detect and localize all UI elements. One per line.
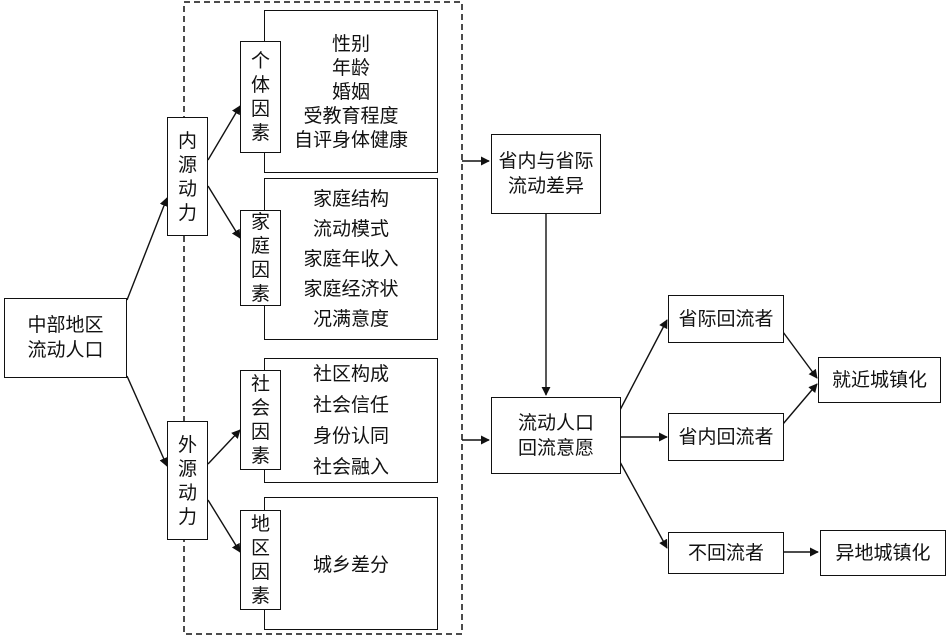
individual-factor-char: 个 [250,50,270,72]
individual-factor-label: 个 体 因 素 [240,41,281,153]
elsewhere-urbanization-box: 异地城镇化 [820,530,946,576]
external-force-char: 动 [177,481,197,504]
factor-item: 流动模式 [312,218,389,240]
family-factor-char: 素 [250,283,270,305]
difference-line2: 流动差异 [507,175,584,197]
willingness-line1: 流动人口 [517,411,594,434]
origin-line2: 流动人口 [27,339,104,361]
factor-item: 家庭结构 [312,188,389,210]
internal-force-char: 源 [177,153,197,176]
factor-item: 社区构成 [312,362,389,385]
factor-item: 社会融入 [312,455,389,478]
regional-factor-char: 素 [250,585,270,607]
factor-item: 年龄 [331,56,370,79]
willingness-line2: 回流意愿 [517,436,594,459]
arrow-inter-to-nearby [782,331,818,379]
factor-item: 家庭年收入 [303,248,399,270]
factor-item: 社会信任 [312,393,389,416]
arrow-willingness-to-non-return [619,461,668,549]
intra-provincial-returner-box: 省内回流者 [668,413,784,461]
origin-line1: 中部地区 [27,314,104,336]
social-factor-char: 素 [250,445,270,467]
external-force-char: 力 [177,505,197,528]
social-factor-char: 因 [250,421,270,443]
non-return-label: 不回流者 [687,541,764,564]
difference-line1: 省内与省际 [498,150,594,172]
internal-force-char: 内 [177,129,197,152]
factor-item: 家庭经济状 [303,278,399,300]
non-returner-box: 不回流者 [668,532,784,574]
factor-item: 况满意度 [312,308,389,330]
individual-factor-items: 性别 年龄 婚姻 受教育程度 自评身体健康 [264,10,438,173]
nearby-urbanization-label: 就近城镇化 [831,368,927,391]
regional-factor-char: 地 [250,513,270,535]
external-force-box: 外 源 动 力 [167,421,208,540]
external-force-char: 外 [177,433,197,456]
regional-factor-items: 城乡差分 [264,497,438,630]
individual-factor-char: 素 [250,122,270,144]
regional-factor-label: 地 区 因 素 [240,510,281,610]
family-factor-char: 家 [250,211,270,233]
family-factor-char: 庭 [250,235,270,257]
regional-factor-char: 区 [250,537,270,559]
social-factor-char: 社 [250,373,270,395]
origin-box: 中部地区 流动人口 [4,298,127,378]
factor-item: 身份认同 [312,424,389,447]
factor-item: 自评身体健康 [293,128,408,151]
elsewhere-urbanization-label: 异地城镇化 [835,541,931,564]
external-force-char: 源 [177,457,197,480]
factor-item: 城乡差分 [312,554,389,576]
willingness-box: 流动人口 回流意愿 [491,397,621,474]
arrow-external-to-social [207,429,241,465]
inter-provincial-label: 省际回流者 [678,307,774,330]
factor-item: 受教育程度 [303,104,399,127]
dashed-factor-frame [183,1,463,635]
social-factor-label: 社 会 因 素 [240,370,281,470]
factor-item: 性别 [331,32,370,55]
individual-factor-char: 因 [250,98,270,120]
arrow-origin-to-external [126,375,168,467]
regional-factor-char: 因 [250,561,270,583]
nearby-urbanization-box: 就近城镇化 [818,357,941,403]
internal-force-char: 动 [177,177,197,200]
individual-factor-char: 体 [250,74,270,96]
difference-box: 省内与省际 流动差异 [491,134,601,214]
internal-force-char: 力 [177,201,197,224]
factor-item: 婚姻 [331,80,370,103]
family-factor-items: 家庭结构 流动模式 家庭年收入 家庭经济状 况满意度 [264,178,438,340]
inter-provincial-returner-box: 省际回流者 [668,295,784,343]
arrow-internal-to-family [207,185,241,239]
arrow-external-to-regional [207,499,241,553]
social-factor-char: 会 [250,397,270,419]
intra-provincial-label: 省内回流者 [678,425,774,448]
arrow-origin-to-internal [126,197,169,301]
internal-force-box: 内 源 动 力 [167,117,208,236]
arrow-willingness-to-inter [619,319,668,411]
family-factor-char: 因 [250,259,270,281]
arrow-intra-to-nearby [782,383,818,425]
social-factor-items: 社区构成 社会信任 身份认同 社会融入 [264,358,438,483]
arrow-internal-to-individual [207,105,241,161]
family-factor-label: 家 庭 因 素 [240,210,281,306]
